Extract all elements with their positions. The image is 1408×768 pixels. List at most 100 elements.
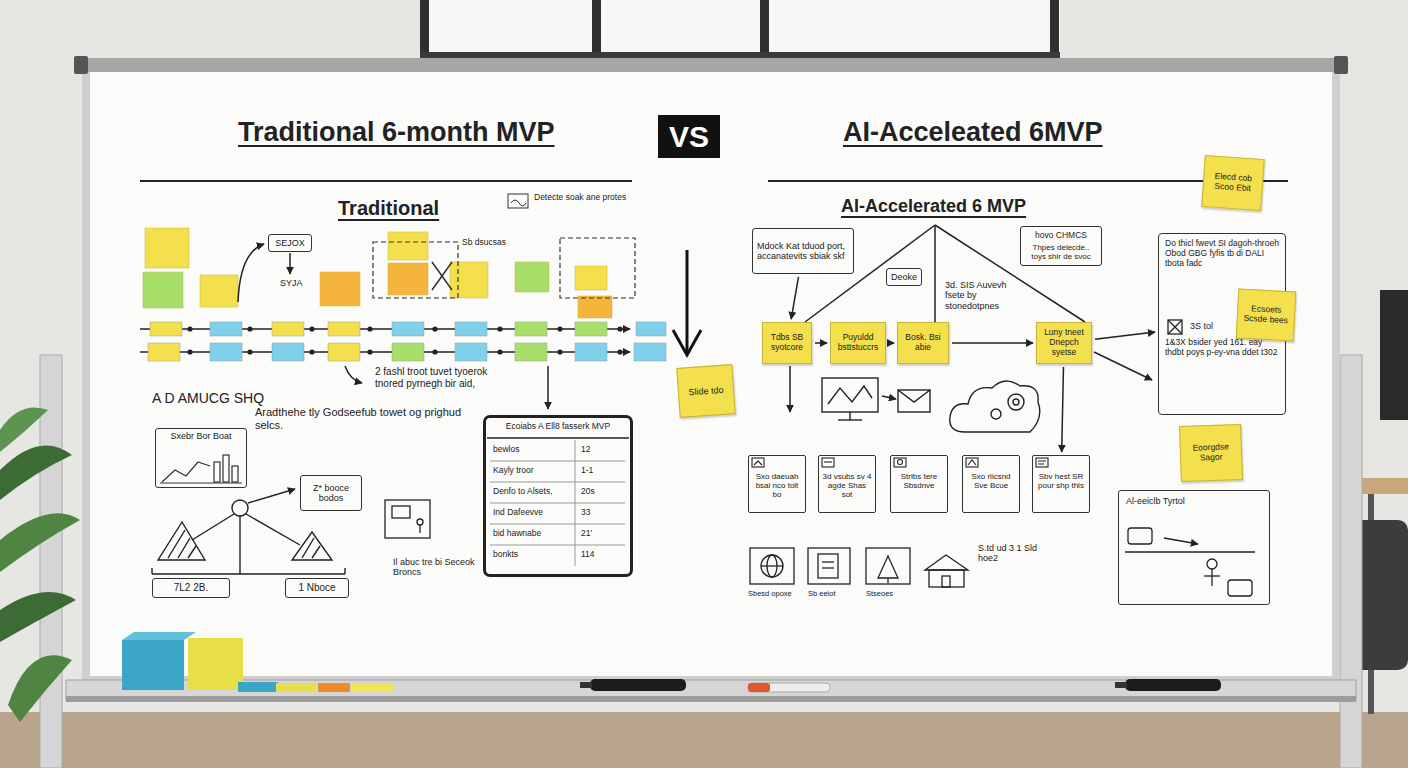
icon-row (929, 570, 964, 587)
handwritten-note: Il abuc tre bi Seceok Broncs (393, 557, 475, 578)
whiteboard (90, 70, 1332, 676)
table-grid (487, 437, 629, 439)
panel-sketch (1211, 569, 1212, 586)
timeline-dots (247, 349, 252, 354)
envelope-sketch (898, 390, 930, 412)
timeline-notes (210, 343, 242, 361)
monitor-sketch (828, 386, 872, 404)
bar-chart (214, 462, 220, 482)
phase-box: 7L2 2B. (152, 578, 230, 598)
timeline-dots (432, 349, 437, 354)
cloud-sketch (1008, 394, 1024, 410)
panel-sketch (1125, 528, 1255, 596)
icon-caption: Sb eeiot (808, 590, 836, 599)
dashed-groups (373, 242, 458, 298)
node-text: Luny tneet Dnepch syetse (1040, 328, 1088, 357)
node-text: Sxo rlicsnd Sve Bcue (966, 472, 1016, 490)
table-grid (490, 482, 625, 483)
triangle-diagram (344, 568, 345, 574)
triangle-diagram (158, 522, 205, 560)
potted-plant (0, 513, 80, 572)
floor (0, 712, 1408, 768)
arrows-left (289, 253, 291, 274)
table-cell: Denfo to Alsets, (493, 487, 573, 497)
triangle-diagram (239, 516, 240, 574)
icon-row (942, 576, 950, 587)
handwritten-note: Detecte soak ane protes (534, 193, 634, 203)
doc-card: 3d vsubs sv 4 agde Shas sot (818, 455, 876, 513)
monitor-sketch (822, 378, 878, 420)
table-cell: 21' (581, 529, 625, 539)
sticky-note: Tdbs SB syotcore (762, 322, 812, 364)
left-sticky-notes (145, 228, 189, 268)
table-cell: Ind Dafeevve (493, 508, 573, 518)
timeline-dots (617, 349, 622, 354)
process-box: hovo CHMCSThpes delecde.. toys shir de s… (1020, 226, 1102, 266)
bar-chart (223, 455, 229, 482)
timeline-dots (432, 326, 437, 331)
sticky-note: Eoorgdse Sagor (1179, 424, 1243, 482)
bar-chart (160, 482, 242, 483)
window (1050, 0, 1059, 60)
doc-icons (752, 458, 1048, 467)
timeline-dots (497, 349, 502, 354)
sticky-note: Ecsoets Scsde bees (1235, 288, 1296, 341)
icon-row (761, 565, 783, 566)
vs-badge: VS (658, 115, 720, 158)
section-title: Traditional 6-month MVP (238, 117, 555, 148)
flow-arrow (791, 277, 798, 319)
whiteboard (1334, 56, 1348, 74)
timeline-notes (575, 343, 607, 361)
timeline-dots (187, 326, 192, 331)
floor (0, 712, 1408, 768)
whiteboard (82, 60, 1340, 686)
node-text: 3d vsubs sv 4 agde Shas sot (822, 472, 872, 500)
doc-card: Strlbs tere Sbsdnve (890, 455, 948, 513)
arrows-left (547, 366, 549, 409)
triangle-diagram (232, 500, 248, 516)
timeline-notes (455, 322, 487, 336)
node-text: Sxebr Bor Boat (160, 431, 242, 441)
doc-card: Sxo daeuah bsai nco tolt bo (748, 455, 806, 513)
screen-sketch (385, 500, 430, 538)
panel-sketch (1128, 528, 1152, 544)
magnet-blocks (238, 682, 278, 692)
node-text: Strlbs tere Sbsdnve (894, 472, 944, 490)
panel-sketch (1207, 559, 1217, 569)
table-cell: bid hawnabe (493, 529, 573, 539)
screen-sketch (419, 525, 420, 533)
panel-icon (1168, 320, 1182, 334)
envelope-sketch (898, 390, 930, 412)
magnet-blocks (188, 638, 243, 690)
left-sticky-notes (578, 296, 612, 318)
table-cell: 114 (581, 550, 625, 560)
subtitle: AI-Accelerated 6 MVP (841, 196, 1026, 217)
doc-icons (822, 458, 834, 467)
node-text: Eoorgdse Sagor (1184, 442, 1239, 463)
tiny-icon (508, 194, 528, 208)
doc-card: Sxo rlicsnd Sve Bcue (962, 455, 1020, 513)
cloud-sketch (1013, 399, 1019, 405)
arrows-left (345, 366, 362, 383)
node-text: Tdbs SB syotcore (766, 333, 808, 353)
panel-sketch (1164, 538, 1198, 544)
header-rules (140, 180, 1288, 182)
timeline-notes (634, 343, 666, 361)
screen-sketch (392, 506, 410, 518)
icon-row (822, 567, 834, 568)
phase-box: 1 Nboce (285, 578, 349, 598)
node-text: 7L2 2B. (157, 582, 225, 594)
left-sticky-notes (320, 272, 360, 306)
potted-plant (8, 655, 72, 722)
board-stand (1340, 355, 1362, 768)
handwritten-note: 2 fashl troot tuvet tyoerok tnored pyrne… (375, 366, 497, 389)
icon-row (878, 556, 898, 578)
header-rules (140, 180, 632, 182)
screen-sketch (385, 500, 430, 538)
timeline-dots (309, 349, 314, 354)
timeline-notes (148, 322, 666, 361)
triangle-diagram (292, 532, 332, 560)
triangle-diagram (151, 568, 152, 574)
desk (1380, 290, 1408, 420)
